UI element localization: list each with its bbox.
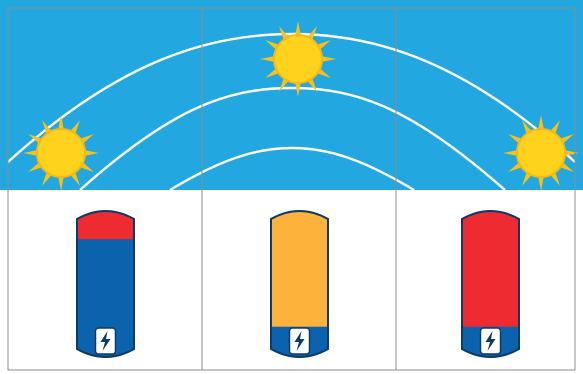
battery-icon (269, 203, 330, 366)
lightning-icon (96, 328, 116, 354)
battery-icon (460, 203, 521, 366)
sun-disc (37, 129, 85, 177)
sun-disc (274, 35, 322, 83)
sky-band (0, 0, 583, 190)
battery-icon (75, 203, 136, 366)
sun-disc (517, 129, 565, 177)
level-warm (269, 203, 330, 327)
lightning-icon (290, 328, 310, 354)
lightning-icon (481, 328, 501, 354)
level-hot (460, 203, 521, 327)
